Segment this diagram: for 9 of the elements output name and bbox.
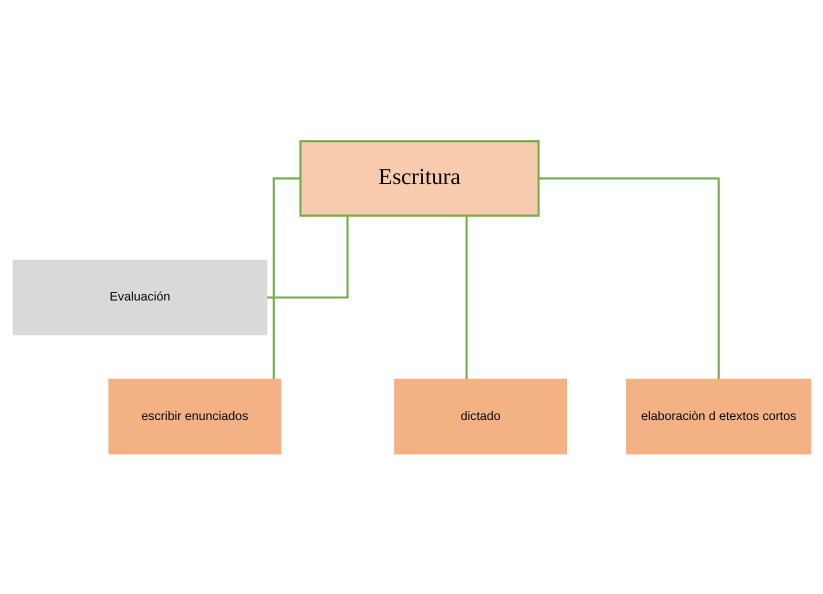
node-box: Evaluación [12, 259, 267, 335]
node-box: Escritura [298, 140, 540, 216]
node-box: dictado [394, 378, 567, 454]
connector [538, 176, 720, 379]
connector [465, 215, 468, 378]
node-box: escribir enunciados [108, 378, 281, 454]
connector [266, 215, 348, 298]
connector [272, 176, 300, 379]
node-box: elaboraciòn d etextos cortos [626, 378, 811, 454]
